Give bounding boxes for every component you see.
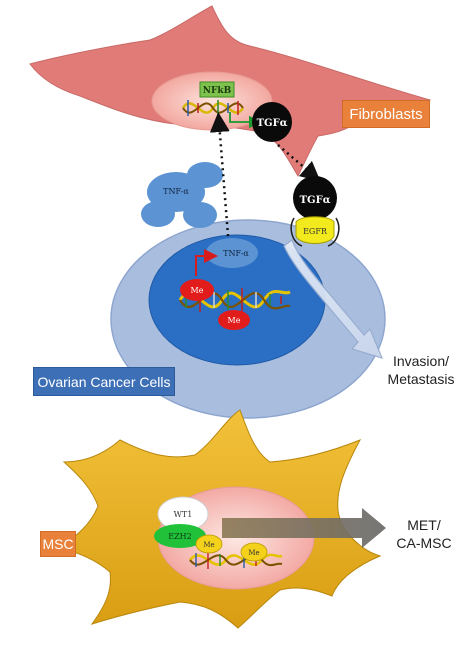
fibroblasts-label: Fibroblasts	[342, 100, 430, 128]
ezh2-molecule	[154, 524, 206, 548]
tgfa-inner-molecule	[252, 102, 292, 142]
tnfa-gene-molecule	[206, 238, 258, 268]
met-line-2: CA-MSC	[396, 535, 452, 551]
wt1-label: WT1	[174, 510, 193, 519]
tnfa-cluster	[141, 162, 223, 228]
tgfa-secretion-arrow	[277, 144, 321, 182]
met-arrow	[222, 508, 386, 548]
msc-methyl-label-1: Me	[203, 541, 214, 549]
egfr-label: EGFR	[303, 227, 328, 236]
invasion-line-2: Metastasis	[387, 371, 455, 387]
tnfa-gene-label: TNF-α	[223, 249, 249, 258]
msc-label: MSC	[40, 531, 76, 557]
egfr-receptor	[295, 216, 335, 244]
nfkb-box	[199, 81, 235, 98]
invasion-line-1: Invasion/	[392, 353, 450, 369]
methyl-group-2	[218, 310, 250, 330]
tnfa-transcription-arrow	[195, 249, 218, 276]
methyl-label-1: Me	[191, 286, 204, 295]
tgfa-ligand	[293, 176, 337, 220]
met-line-1: MET/	[407, 517, 441, 533]
msc-methyl-label-2: Me	[248, 549, 259, 557]
methyl-label-2: Me	[228, 316, 241, 325]
methyl-group-1	[180, 279, 214, 301]
nfkb-label: NFkB	[203, 86, 232, 96]
tnfa-cluster-label: TNF-α	[163, 187, 189, 196]
tgfa-ligand-label: TGFα	[300, 195, 331, 206]
msc-methyl-group-1	[195, 534, 223, 554]
egfr-membrane-anchor	[290, 217, 340, 247]
tgfa-inner-label: TGFα	[257, 118, 288, 129]
ovarian-cancer-cells-label: Ovarian Cancer Cells	[33, 367, 175, 396]
ezh2-label: EZH2	[168, 532, 191, 541]
invasion-arrow	[283, 239, 384, 359]
met-ca-msc-label: MET/ CA-MSC	[388, 516, 460, 552]
invasion-metastasis-label: Invasion/ Metastasis	[374, 352, 468, 388]
msc-methyl-group-2	[240, 542, 268, 562]
nfkb-activation-arrow	[229, 112, 262, 129]
